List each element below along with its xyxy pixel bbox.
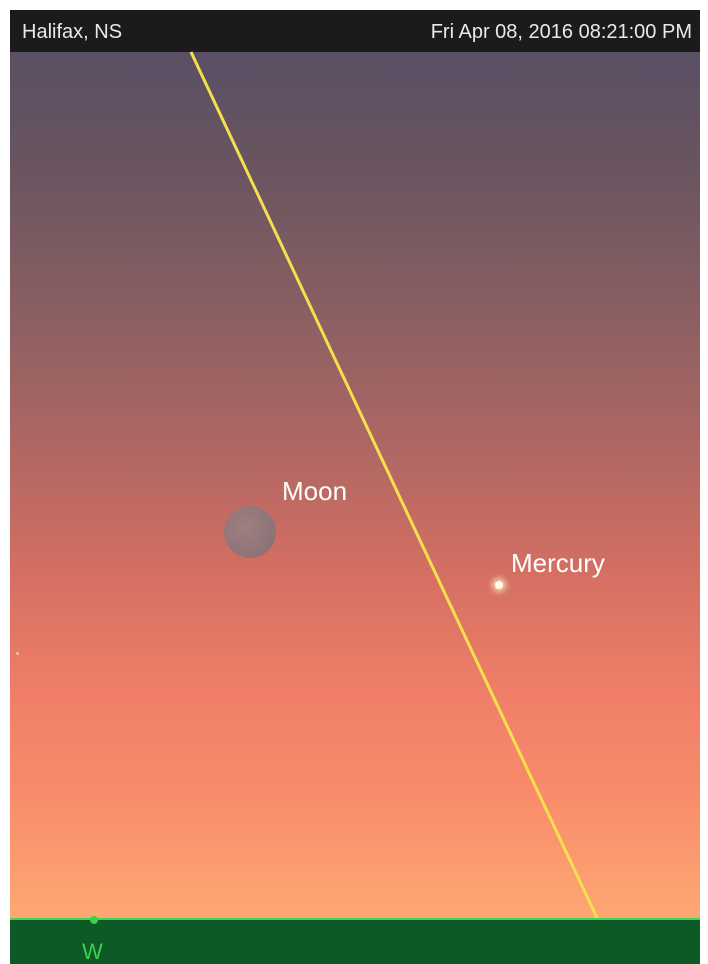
date-time-label[interactable]: Fri Apr 08, 2016 08:21:00 PM: [430, 21, 692, 43]
horizon-ground: W: [10, 916, 700, 964]
location-label[interactable]: Halifax, NS: [22, 21, 123, 43]
top-status-bar: Halifax, NS Fri Apr 08, 2016 08:21:00 PM: [10, 10, 700, 52]
faint-star[interactable]: [16, 652, 19, 655]
compass-direction-label[interactable]: W: [82, 939, 103, 964]
mercury-label[interactable]: Mercury: [511, 548, 605, 578]
mercury-object[interactable]: [495, 581, 503, 589]
moon-object[interactable]: [224, 506, 276, 558]
ecliptic-line: [189, 51, 600, 921]
compass-tick-marker: [90, 916, 98, 924]
ecliptic-line-path: [189, 51, 600, 921]
sky-canvas[interactable]: [10, 52, 700, 918]
moon-label[interactable]: Moon: [282, 476, 348, 506]
sky-view-app: Halifax, NS Fri Apr 08, 2016 08:21:00 PM…: [10, 10, 700, 964]
